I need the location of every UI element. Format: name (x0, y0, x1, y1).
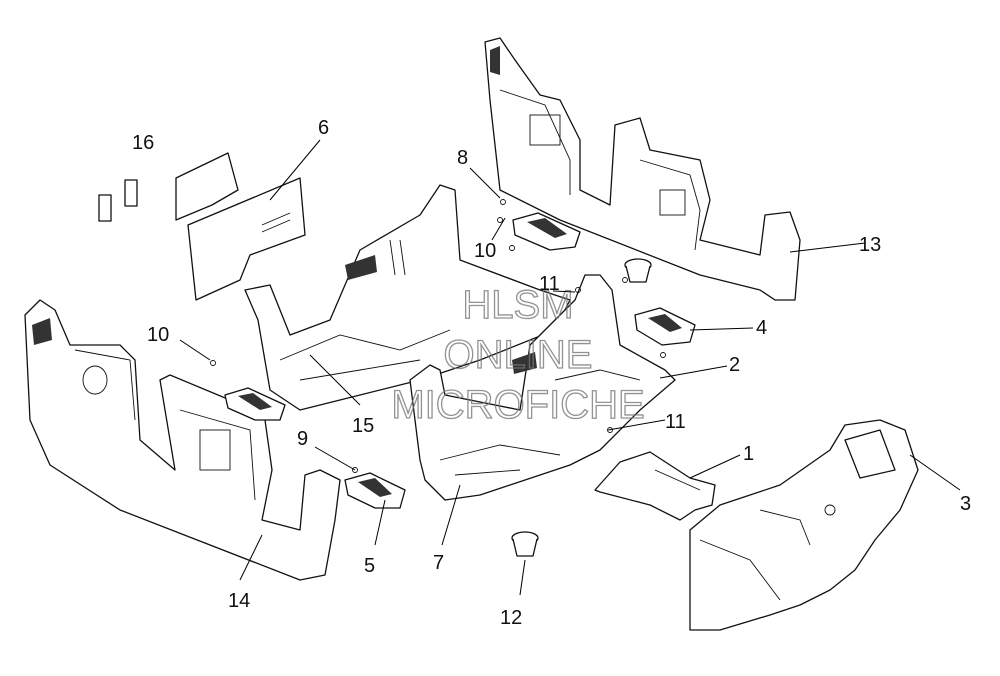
callout-12: 12 (500, 607, 522, 629)
callout-4: 4 (756, 317, 767, 339)
part-12-cup-upper (624, 258, 652, 283)
callout-16: 16 (132, 132, 154, 154)
part-16-decals (98, 179, 138, 222)
part-15-rear-floor (244, 184, 571, 411)
callout-10-upper: 10 (474, 240, 496, 262)
part-4-vent-lower (634, 307, 696, 346)
callout-1: 1 (743, 443, 754, 465)
leader-lines (179, 139, 961, 596)
part-6-panel (175, 152, 306, 301)
callout-13: 13 (859, 234, 881, 256)
callout-3: 3 (960, 493, 971, 515)
callout-9: 9 (297, 428, 308, 450)
part-12-cup-lower (511, 531, 539, 557)
callout-7: 7 (433, 552, 444, 574)
watermark-line-1: HLSM (462, 283, 573, 327)
part-5-footrest (344, 472, 406, 509)
callout-10-left: 10 (147, 324, 169, 346)
part-4-vent-upper (512, 212, 581, 251)
callout-11-upper: 11 (539, 273, 560, 295)
callout-15: 15 (352, 415, 374, 437)
callout-6: 6 (318, 117, 329, 139)
callouts: 1 2 3 4 5 6 7 8 9 10 10 11 11 12 13 14 1… (132, 117, 971, 629)
callout-2: 2 (729, 354, 740, 376)
part-3-front-console (689, 419, 919, 631)
watermark: HLSM ONLINE MICROFICHE (391, 282, 646, 427)
part-14-side-panel (24, 299, 341, 581)
fasteners (210, 199, 666, 473)
part-4-vent-left (224, 387, 286, 421)
part-1-kick-panel (594, 451, 716, 521)
watermark-line-3: MICROFICHE (391, 383, 644, 427)
callout-8: 8 (457, 147, 468, 169)
callout-5: 5 (364, 555, 375, 577)
watermark-line-2: ONLINE (444, 333, 593, 377)
part-7-front-floor (409, 274, 676, 501)
callout-11-lower: 11 (665, 411, 686, 433)
part-13-rear-panel (484, 37, 801, 301)
callout-14: 14 (228, 590, 250, 612)
